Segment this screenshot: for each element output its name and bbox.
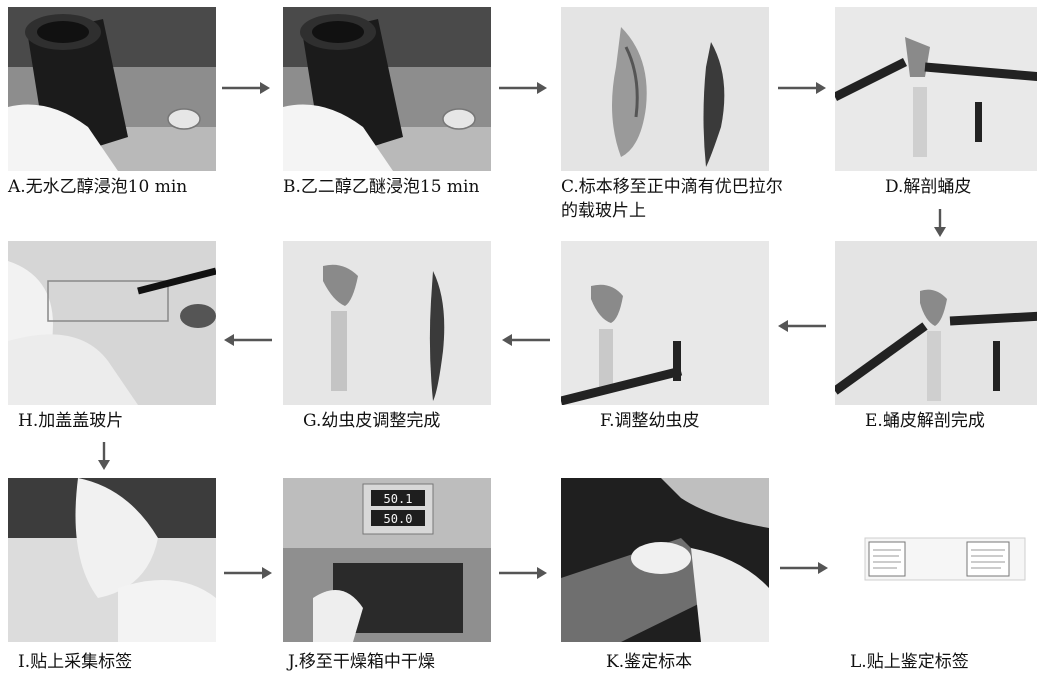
photo-l-identification-label: [835, 478, 1037, 642]
caption-i: I.贴上采集标签: [18, 650, 132, 674]
arrow-right: [778, 560, 830, 576]
arrow-down: [932, 207, 948, 239]
photo-f-adjust-larval-skin: [561, 241, 769, 405]
photo-h-cover-slip: [8, 241, 216, 405]
arrow-right: [497, 80, 549, 96]
caption-h: H.加盖盖玻片: [18, 409, 123, 433]
photo-a-ethanol-soak: [8, 7, 216, 171]
caption-c: C.标本移至正中滴有优巴拉尔的载玻片上: [561, 175, 786, 223]
caption-l: L.贴上鉴定标签: [850, 650, 969, 674]
oven-temp-lower: 50.0: [384, 512, 413, 526]
arrow-right: [497, 565, 549, 581]
photo-g-larval-skin-adjusted: [283, 241, 491, 405]
photo-d-dissect-pupal-skin: [835, 7, 1037, 171]
caption-d: D.解剖蛹皮: [885, 175, 971, 199]
photo-e-pupal-dissection-done: [835, 241, 1037, 405]
photo-c-specimen-on-slide: [561, 7, 769, 171]
arrow-right: [220, 80, 272, 96]
arrow-left: [776, 318, 828, 334]
photo-k-identify-specimen: [561, 478, 769, 642]
arrow-left: [222, 332, 274, 348]
caption-k: K.鉴定标本: [606, 650, 692, 674]
arrow-right: [222, 565, 274, 581]
photo-j-drying-oven: 50.1 50.0: [283, 478, 491, 642]
caption-g: G.幼虫皮调整完成: [303, 409, 440, 433]
caption-j: J.移至干燥箱中干燥: [288, 650, 435, 674]
arrow-down: [96, 440, 112, 472]
photo-i-collection-label: [8, 478, 216, 642]
caption-a: A.无水乙醇浸泡10 min: [8, 175, 187, 199]
photo-b-glycol-ether-soak: [283, 7, 491, 171]
arrow-left: [500, 332, 552, 348]
oven-temp-upper: 50.1: [384, 492, 413, 506]
caption-f: F.调整幼虫皮: [600, 409, 700, 433]
caption-e: E.蛹皮解剖完成: [865, 409, 985, 433]
arrow-right: [776, 80, 828, 96]
caption-b: B.乙二醇乙醚浸泡15 min: [283, 175, 479, 199]
